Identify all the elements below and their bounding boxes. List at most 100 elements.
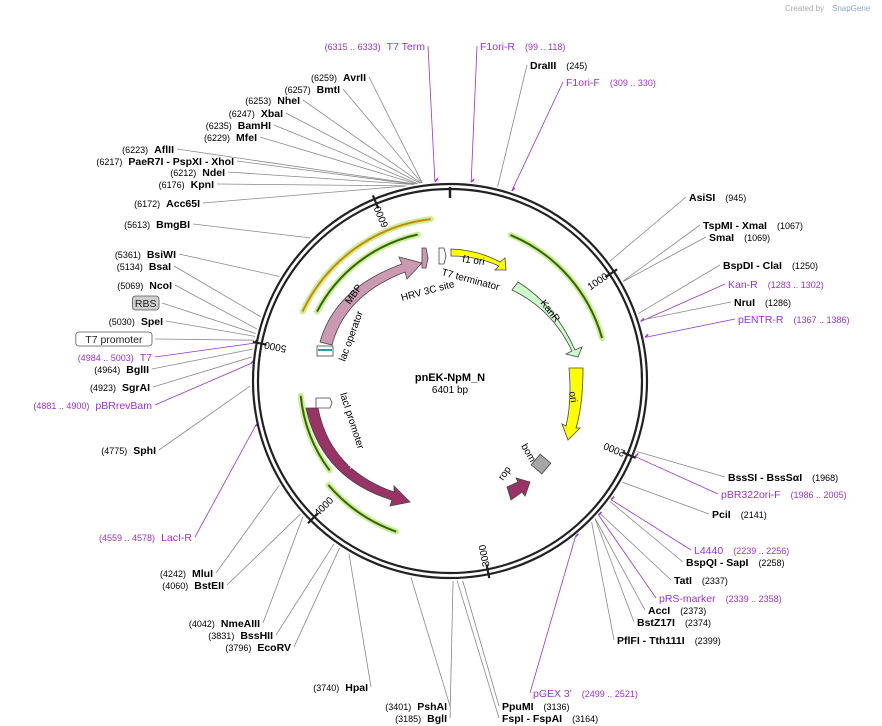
site-primer-F1ori-R[interactable]: F1ori-R(99 .. 118)	[480, 41, 565, 53]
primer-mark-L4440	[610, 496, 615, 501]
primer-mark-T7 Term	[434, 178, 439, 183]
leader-EcoRV	[293, 547, 341, 648]
site-enzyme-PaeR7I---PspXI---XhoI[interactable]: PaeR7I - PspXI - XhoI(6217)	[96, 156, 234, 168]
site-enzyme-BamHI[interactable]: BamHI(6235)	[206, 120, 271, 132]
site-primer-pGEX-3'[interactable]: pGEX 3'(2499 .. 2521)	[533, 688, 638, 700]
site-position: (6253)	[245, 96, 271, 106]
site-enzyme-BmtI[interactable]: BmtI(6257)	[285, 84, 340, 96]
site-feature-T7-promoter[interactable]: T7 promoter	[75, 331, 153, 347]
site-enzyme-XbaI[interactable]: XbaI(6247)	[229, 108, 283, 120]
site-enzyme-BsiWI[interactable]: BsiWI(5361)	[115, 249, 176, 261]
site-enzyme-BsaI[interactable]: BsaI(5134)	[117, 261, 171, 273]
site-enzyme-NcoI[interactable]: NcoI(5069)	[117, 280, 172, 292]
site-enzyme-EcoRV[interactable]: EcoRV(3796)	[225, 642, 291, 654]
site-enzyme-AccI[interactable]: AccI(2373)	[648, 605, 706, 617]
site-position: (6176)	[159, 180, 185, 190]
tick-2000	[622, 451, 637, 459]
site-enzyme-BssHII[interactable]: BssHII(3831)	[208, 630, 273, 642]
site-enzyme-PshAI[interactable]: PshAI (3401)	[385, 701, 447, 713]
site-name: pENTR-R	[738, 314, 784, 326]
leader-NmeAIII	[262, 516, 304, 624]
site-enzyme-DraIII[interactable]: DraIII(245)	[530, 60, 587, 72]
site-name: AsiSI	[689, 192, 715, 204]
site-enzyme-TspMI---XmaI[interactable]: TspMI - XmaI(1067)	[703, 220, 803, 232]
site-enzyme-BstZ17I[interactable]: BstZ17I(2374)	[637, 617, 711, 629]
site-enzyme-NheI[interactable]: NheI(6253)	[245, 95, 300, 107]
site-enzyme-AvrII[interactable]: AvrII(6259)	[311, 72, 366, 84]
leader-TatI	[599, 513, 672, 581]
site-name: FspI - FspAI	[502, 713, 562, 725]
site-name: EcoRV	[257, 642, 291, 654]
feature-laci-promoter	[315, 397, 333, 409]
site-enzyme-BspQI---SapI[interactable]: BspQI - SapI(2258)	[686, 557, 784, 569]
leader-PflFI - Tth111I	[591, 522, 615, 641]
site-name: TspMI - XmaI	[703, 220, 767, 232]
site-enzyme-BglII[interactable]: BglII(4964)	[94, 364, 149, 376]
site-position: (2373)	[680, 606, 706, 616]
site-name: BstZ17I	[637, 617, 675, 629]
site-enzyme-PflFI---Tth111I[interactable]: PflFI - Tth111I(2399)	[617, 635, 721, 647]
site-primer-Kan-R[interactable]: Kan-R(1283 .. 1302)	[728, 279, 824, 291]
site-primer-F1ori-F[interactable]: F1ori-F(309 .. 330)	[566, 77, 656, 89]
site-name: BmgBI	[156, 219, 190, 231]
site-position: (6223)	[122, 145, 148, 155]
site-enzyme-KpnI[interactable]: KpnI (6176)	[159, 179, 214, 191]
site-position: (1069)	[744, 233, 770, 243]
site-position: (3401)	[385, 702, 411, 712]
leader-lines	[151, 45, 736, 719]
leader-BstZ17I	[594, 518, 635, 623]
site-enzyme-SphI[interactable]: SphI(4775)	[101, 445, 156, 457]
site-name: BglII	[126, 364, 149, 376]
site-primer-L4440[interactable]: L4440(2239 .. 2256)	[694, 545, 789, 557]
site-enzyme-MfeI[interactable]: MfeI(6229)	[204, 132, 257, 144]
leader-BmgBI	[192, 223, 311, 239]
leader-XbaI	[285, 112, 421, 184]
site-enzyme-PciI[interactable]: PciI(2141)	[712, 509, 767, 521]
site-primer-pBR322ori-F[interactable]: pBR322ori-F(1986 .. 2005)	[721, 489, 847, 501]
site-enzyme-MluI[interactable]: MluI(4242)	[160, 568, 213, 580]
site-primer-pRS-marker[interactable]: pRS-marker(2339 .. 2358)	[659, 593, 782, 605]
site-primer-pENTR-R[interactable]: pENTR-R(1367 .. 1386)	[738, 314, 850, 326]
site-enzyme-AflII[interactable]: AflII(6223)	[122, 144, 174, 156]
site-enzyme-BstEII[interactable]: BstEII(4060)	[162, 580, 224, 592]
orf-arc-laci	[299, 395, 331, 472]
site-position: (6229)	[204, 133, 230, 143]
site-position: (6172)	[134, 199, 160, 209]
feature-rop-label: rop	[496, 464, 514, 483]
site-enzyme-HpaI[interactable]: HpaI(3740)	[313, 682, 368, 694]
site-name: pBR322ori-F	[721, 489, 781, 501]
site-name: PshAI	[417, 701, 447, 713]
site-name: LacI-R	[161, 532, 192, 544]
site-position: (4923)	[90, 383, 116, 393]
site-primer-T7-Term[interactable]: T7 Term(6315 .. 6333)	[325, 41, 426, 53]
site-enzyme-BmgBI[interactable]: BmgBI(5613)	[124, 219, 190, 231]
site-feature-RBS[interactable]: RBS	[131, 295, 160, 311]
site-enzyme-SmaI[interactable]: SmaI(1069)	[709, 232, 770, 244]
site-enzyme-SgrAI[interactable]: SgrAI(4923)	[90, 382, 150, 394]
leader-NcoI	[174, 284, 258, 330]
site-position: (309 .. 330)	[610, 78, 656, 88]
orf-arc-outer-left	[301, 218, 431, 312]
site-enzyme-Acc65I[interactable]: Acc65I (6172)	[134, 198, 200, 210]
site-enzyme-SpeI[interactable]: SpeI(5030)	[109, 316, 163, 328]
site-enzyme-BspDI---ClaI[interactable]: BspDI - ClaI(1250)	[723, 260, 818, 272]
site-enzyme-PpuMI[interactable]: PpuMI(3136)	[502, 701, 570, 713]
site-enzyme-AsiSI[interactable]: AsiSI(945)	[689, 192, 746, 204]
site-primer-pBRrevBam[interactable]: pBRrevBam(4881 .. 4900)	[33, 400, 152, 412]
site-name: KpnI	[191, 179, 214, 191]
site-primer-LacI-R[interactable]: LacI-R (4559 .. 4578)	[99, 532, 192, 544]
site-enzyme-NmeAIII[interactable]: NmeAIII(4042)	[189, 618, 260, 630]
site-name: pBRrevBam	[95, 400, 152, 412]
site-enzyme-BssSI---BssSαI[interactable]: BssSI - BssSαI(1968)	[728, 472, 838, 484]
leader-T7 Term	[427, 45, 436, 182]
site-position: (4559 .. 4578)	[99, 533, 155, 543]
site-enzyme-TatI[interactable]: TatI(2337)	[674, 575, 728, 587]
site-primer-T7[interactable]: T7(4984 .. 5003)	[78, 352, 152, 364]
site-position: (4984 .. 5003)	[78, 353, 134, 363]
site-enzyme-NdeI[interactable]: NdeI(6212)	[170, 167, 225, 179]
site-enzyme-FspI---FspAI[interactable]: FspI - FspAI(3164)	[502, 713, 598, 725]
site-name: pGEX 3'	[533, 688, 572, 700]
site-name: Acc65I	[166, 198, 200, 210]
site-enzyme-BglI[interactable]: BglI(3185)	[395, 713, 447, 725]
site-enzyme-NruI[interactable]: NruI(1286)	[734, 297, 791, 309]
